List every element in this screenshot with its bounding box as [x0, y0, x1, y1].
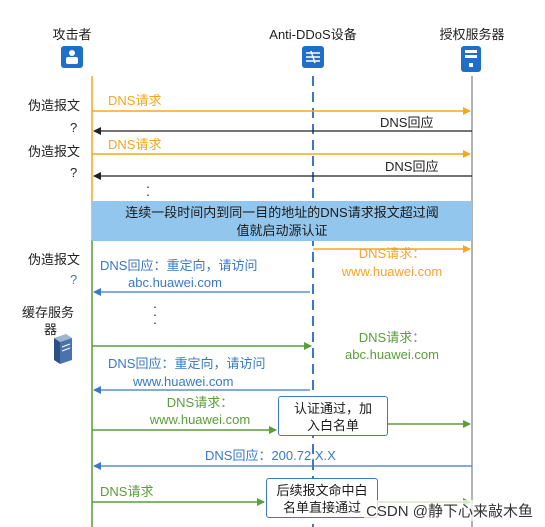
followup-note-line1: 后续报文命中白: [276, 483, 368, 498]
device-label: Anti-DDoS设备: [269, 27, 357, 42]
server-label: 授权服务器: [439, 27, 505, 42]
forged-label-1: 伪造报文: [28, 98, 81, 113]
cache-request-www-label: DNS请求：: [166, 395, 234, 410]
auth-passed-note: 认证通过，加 入白名单: [278, 396, 388, 436]
followup-request-label: DNS请求: [100, 484, 154, 499]
dns-request-label-2: DNS请求: [108, 137, 162, 152]
firewall-icon: [302, 46, 324, 68]
ellipsis-dots-2: ···: [152, 298, 158, 330]
banner-line2: 值就启动源认证: [236, 223, 328, 238]
question-mark-1: ?: [70, 120, 78, 135]
followup-note: 后续报文命中白 名单直接通过: [266, 478, 378, 518]
redirect-abc-line2: abc.huawei.com: [128, 275, 222, 290]
cache-label-line1: 缓存服务: [22, 305, 75, 320]
forged-label-3: 伪造报文: [28, 252, 81, 267]
cache-server-icon: [52, 332, 74, 366]
server-icon: [461, 46, 481, 72]
forwarded-request-host: www.huawei.com: [341, 264, 443, 279]
redirect-www-line2: www.huawei.com: [133, 374, 234, 389]
watermark: CSDN @静下心来敲木鱼: [364, 500, 535, 521]
attacker-icon: [61, 46, 83, 68]
redirect-www-line1: DNS回应：重定向，请访问: [108, 356, 266, 371]
forged-label-2: 伪造报文: [28, 144, 81, 159]
dns-reply-label-1: DNS回应: [380, 115, 434, 130]
question-mark-3: ?: [70, 272, 78, 287]
question-mark-2: ?: [70, 165, 78, 180]
final-reply-label: DNS回应：200.72.X.X: [205, 448, 336, 463]
threshold-banner: 连续一段时间内到同一目的地址的DNS请求报文超过阈 值就启动源认证: [92, 201, 472, 241]
cache-label-line2: 器: [44, 322, 58, 337]
cache-request-www-host: www.huawei.com: [149, 412, 251, 427]
redirect-abc-line1: DNS回应：重定向，请访问: [100, 258, 258, 273]
cache-request-abc-label: DNS请求：: [358, 330, 426, 345]
cache-request-abc-host: abc.huawei.com: [345, 347, 439, 362]
followup-note-line2: 名单直接通过: [282, 500, 361, 515]
auth-note-line2: 入白名单: [306, 418, 359, 433]
forwarded-request-label: DNS请求：: [358, 246, 426, 261]
auth-note-line1: 认证通过，加: [293, 401, 372, 416]
dns-request-label-1: DNS请求: [108, 93, 162, 108]
attacker-label: 攻击者: [52, 27, 92, 42]
dns-reply-label-2: DNS回应: [385, 159, 439, 174]
banner-line1: 连续一段时间内到同一目的地址的DNS请求报文超过阈: [125, 205, 439, 220]
